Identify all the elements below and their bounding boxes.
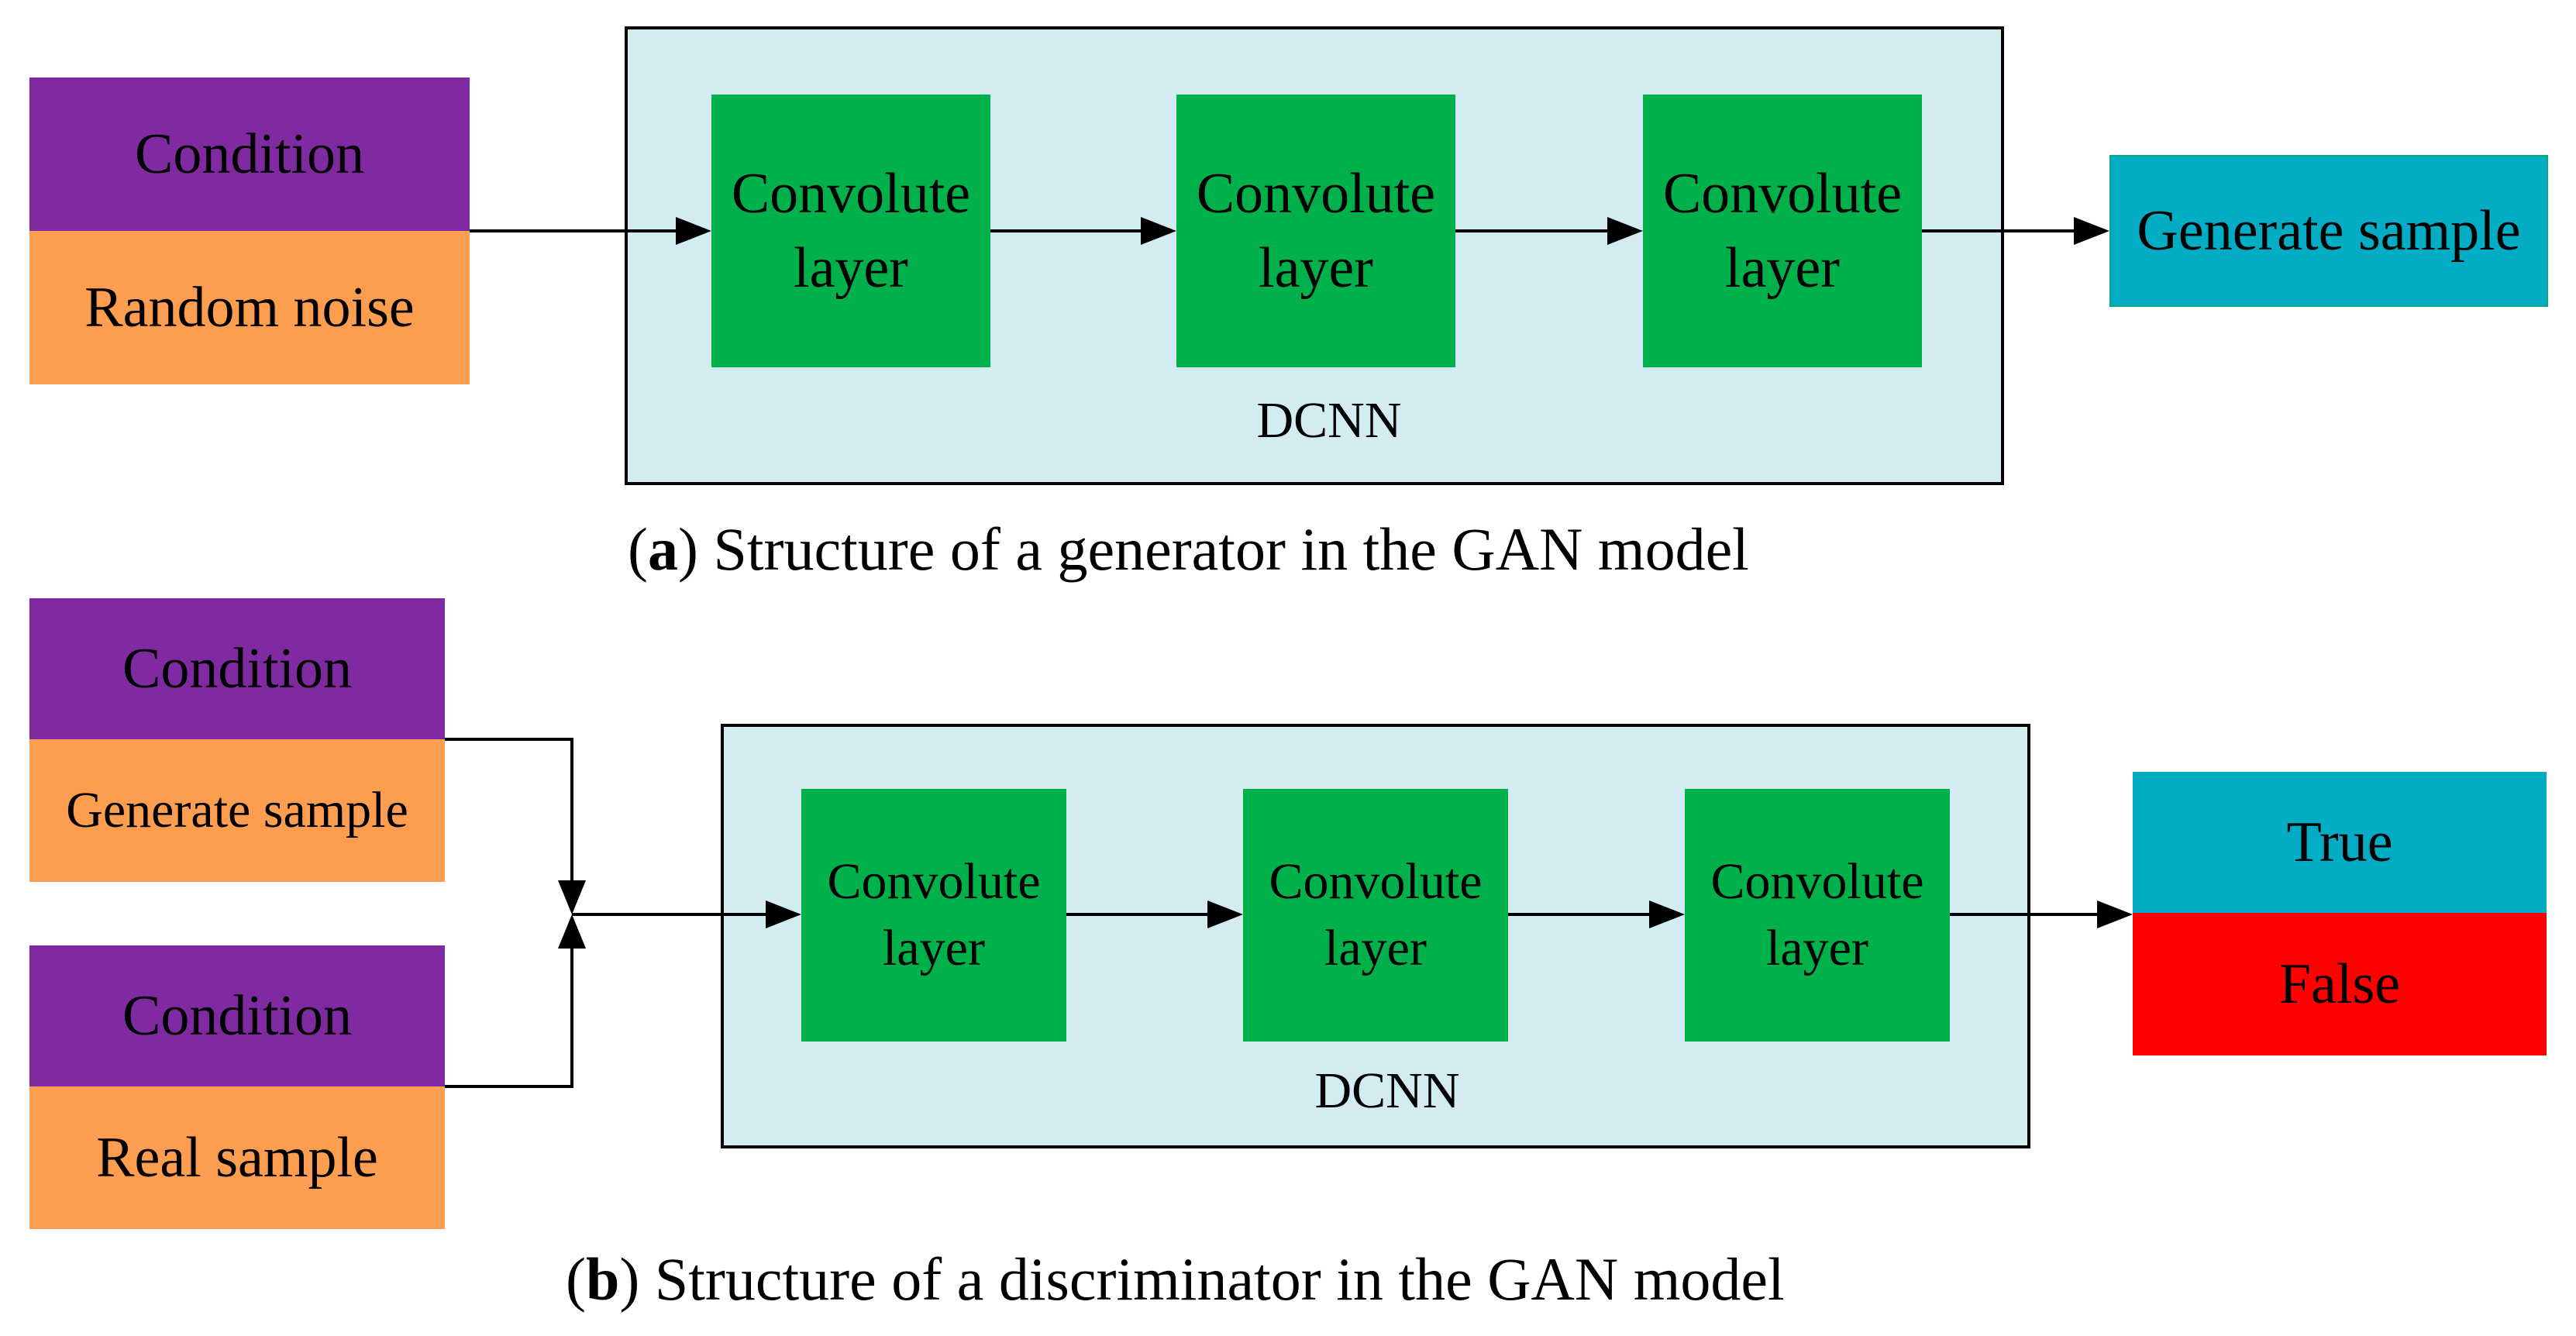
- generator-output-label: Generate sample: [2137, 198, 2521, 263]
- generator-noise-label: Random noise: [84, 275, 415, 339]
- discriminator-caption: (b) Structure of a discriminator in the …: [566, 1245, 1785, 1313]
- generator-caption: (a) Structure of a generator in the GAN …: [628, 515, 1749, 583]
- discriminator-conv-layer-2-label: Convolute layer: [1269, 853, 1483, 976]
- arrowhead-merge-bottom: [558, 914, 586, 949]
- discriminator-real-sample-box: Real sample: [29, 1086, 445, 1229]
- arrowhead-disc-3: [1649, 900, 1685, 928]
- discriminator-conv-layer-1: Convolute layer: [801, 789, 1066, 1042]
- discriminator-false-box: False: [2133, 913, 2547, 1055]
- generator-condition-box: Condition: [29, 77, 470, 231]
- generator-dcnn-label: DCNN: [1256, 392, 1402, 449]
- generator-condition-label: Condition: [134, 122, 365, 186]
- discriminator-true-box: True: [2133, 772, 2547, 913]
- line-generate-sample-to-merge: [445, 738, 573, 883]
- arrowhead-disc-out: [2097, 900, 2133, 928]
- arrowhead-merge-top: [558, 880, 586, 914]
- discriminator-conv-layer-2: Convolute layer: [1243, 789, 1508, 1042]
- generator-conv-layer-3-label: Convolute layer: [1662, 161, 1903, 300]
- discriminator-generate-sample-box: Generate sample: [29, 739, 445, 882]
- discriminator-real-condition-label: Condition: [122, 983, 353, 1048]
- generator-caption-letter: a: [647, 515, 678, 583]
- arrowhead-disc-2: [1207, 900, 1243, 928]
- discriminator-dcnn-label: DCNN: [1314, 1062, 1460, 1119]
- discriminator-caption-text: ) Structure of a discriminator in the GA…: [619, 1245, 1785, 1313]
- arrowhead-gen-1: [676, 217, 711, 245]
- discriminator-real-sample-label: Real sample: [96, 1125, 378, 1190]
- line-real-sample-to-merge: [445, 945, 573, 1088]
- generator-conv-layer-1: Convolute layer: [711, 95, 990, 367]
- generator-conv-layer-2-label: Convolute layer: [1196, 161, 1436, 300]
- generator-output-box: Generate sample: [2109, 155, 2548, 307]
- generator-conv-layer-2: Convolute layer: [1176, 95, 1455, 367]
- generator-noise-box: Random noise: [29, 231, 470, 384]
- generator-conv-layer-3: Convolute layer: [1643, 95, 1922, 367]
- generator-caption-text: ) Structure of a generator in the GAN mo…: [677, 515, 1749, 583]
- arrowhead-disc-1: [766, 900, 801, 928]
- discriminator-real-condition-box: Condition: [29, 945, 445, 1086]
- arrowhead-gen-3: [1607, 217, 1643, 245]
- discriminator-generate-sample-label: Generate sample: [66, 782, 408, 839]
- discriminator-conv-layer-3: Convolute layer: [1685, 789, 1950, 1042]
- discriminator-caption-letter: b: [585, 1245, 620, 1313]
- discriminator-false-label: False: [2278, 952, 2401, 1016]
- discriminator-conv-layer-1-label: Convolute layer: [827, 853, 1041, 976]
- discriminator-fake-condition-box: Condition: [29, 598, 445, 739]
- generator-conv-layer-1-label: Convolute layer: [731, 161, 971, 300]
- discriminator-fake-condition-label: Condition: [122, 636, 353, 701]
- discriminator-true-label: True: [2286, 810, 2393, 874]
- discriminator-conv-layer-3-label: Convolute layer: [1710, 853, 1924, 976]
- arrowhead-gen-2: [1141, 217, 1176, 245]
- arrowhead-gen-out: [2074, 217, 2109, 245]
